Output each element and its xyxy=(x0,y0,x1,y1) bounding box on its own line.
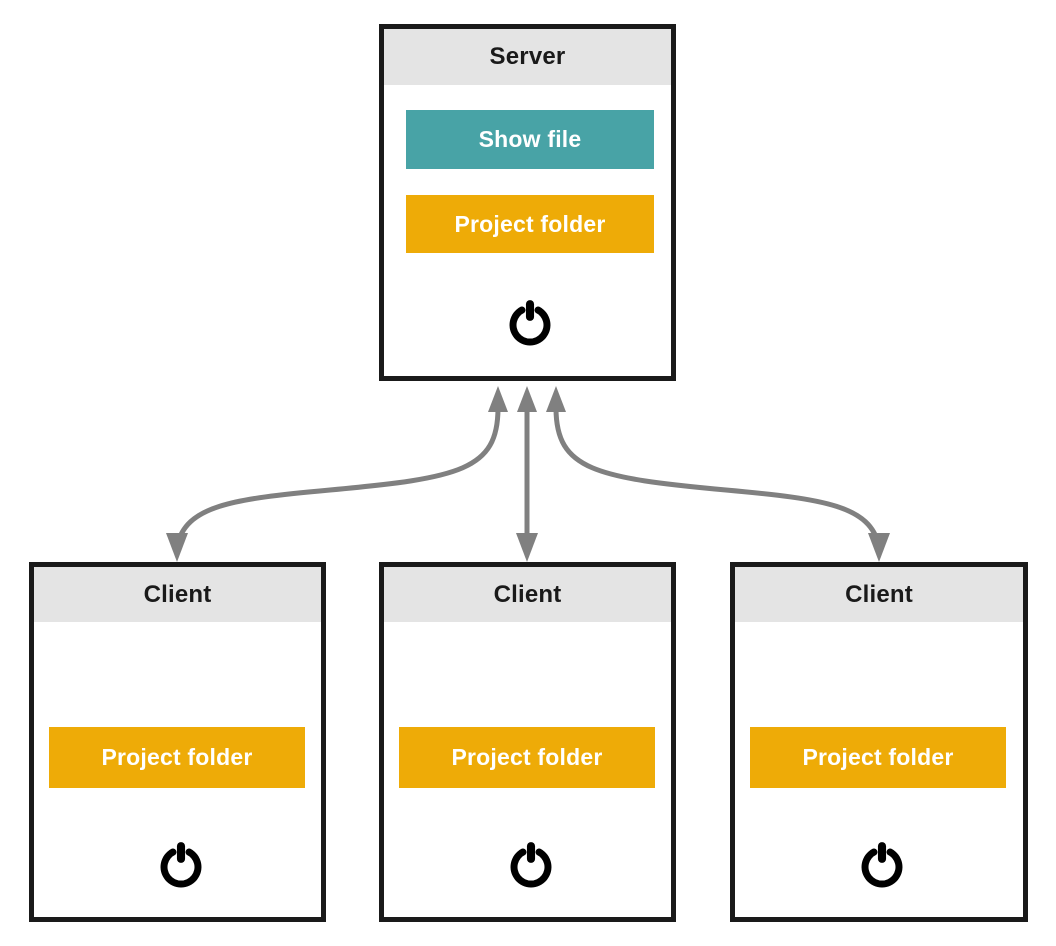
client-2-project-folder-label: Project folder xyxy=(451,744,603,770)
client-1-project-folder-bar[interactable]: Project folder xyxy=(49,727,305,788)
connection-server-client-3 xyxy=(546,386,890,562)
arrowhead-down-client-1 xyxy=(166,533,188,562)
power-icon[interactable] xyxy=(154,837,208,891)
power-icon-glyph xyxy=(509,300,551,346)
arrowhead-down-client-3 xyxy=(868,533,890,562)
power-icon-glyph xyxy=(861,842,903,888)
server-header: Server xyxy=(384,29,671,85)
server-project-folder-label: Project folder xyxy=(454,210,606,237)
client-2-title: Client xyxy=(493,580,562,608)
client-3-header: Client xyxy=(735,567,1023,622)
power-icon-glyph xyxy=(510,842,552,888)
client-3-box[interactable]: Client Project folder xyxy=(730,562,1028,922)
arrowhead-up-server-right xyxy=(546,386,566,412)
power-icon-glyph xyxy=(160,842,202,888)
client-1-body: Project folder xyxy=(34,622,321,917)
client-1-header: Client xyxy=(34,567,321,622)
server-body: Show file Project folder xyxy=(384,85,671,376)
server-box[interactable]: Server Show file Project folder xyxy=(379,24,676,381)
client-3-project-folder-bar[interactable]: Project folder xyxy=(750,727,1006,788)
client-2-project-folder-bar[interactable]: Project folder xyxy=(399,727,655,788)
arrowhead-up-server-left xyxy=(488,386,508,412)
server-title: Server xyxy=(489,43,566,70)
arrowhead-down-client-2 xyxy=(516,533,538,562)
client-2-box[interactable]: Client Project folder xyxy=(379,562,676,922)
server-project-folder-bar[interactable]: Project folder xyxy=(406,195,654,253)
connection-server-client-1 xyxy=(166,386,508,562)
server-show-file-bar[interactable]: Show file xyxy=(406,110,654,169)
power-icon[interactable] xyxy=(503,295,557,349)
power-icon[interactable] xyxy=(855,837,909,891)
client-1-project-folder-label: Project folder xyxy=(101,744,253,770)
client-3-title: Client xyxy=(845,580,913,608)
connection-server-client-2 xyxy=(516,386,538,562)
client-3-project-folder-label: Project folder xyxy=(802,744,954,770)
client-3-body: Project folder xyxy=(735,622,1023,917)
server-show-file-label: Show file xyxy=(478,126,582,152)
client-2-body: Project folder xyxy=(384,622,671,917)
client-1-box[interactable]: Client Project folder xyxy=(29,562,326,922)
power-icon[interactable] xyxy=(504,837,558,891)
client-1-title: Client xyxy=(143,580,212,608)
arrowhead-up-server-middle xyxy=(517,386,537,412)
client-2-header: Client xyxy=(384,567,671,622)
